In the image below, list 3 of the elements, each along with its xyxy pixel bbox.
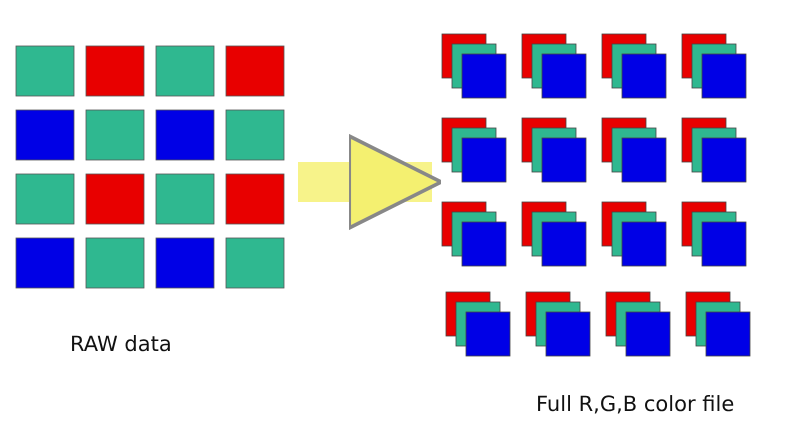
caption-text: Full R,G,B color file — [536, 392, 734, 416]
block-arrow — [298, 134, 444, 230]
caption-text: RAW data — [70, 332, 172, 356]
